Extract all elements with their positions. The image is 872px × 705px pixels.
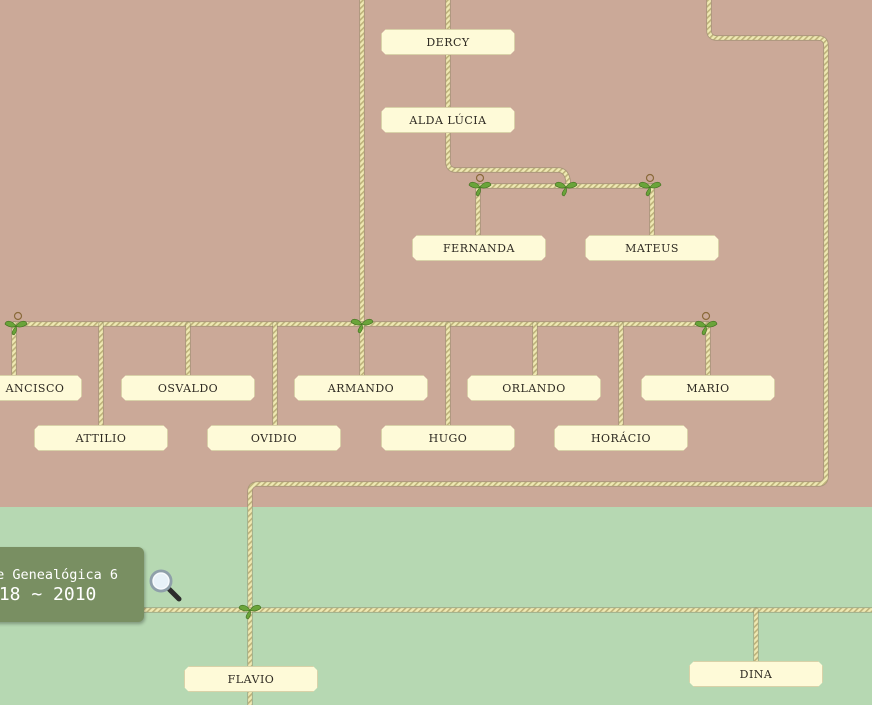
magnifier-icon[interactable]	[148, 568, 184, 604]
person-name: HUGO	[428, 431, 468, 445]
person-name: FERNANDA	[443, 241, 515, 255]
person-name: DERCY	[426, 35, 470, 49]
person-card-dercy[interactable]: DERCY	[381, 29, 515, 55]
person-card-attilio[interactable]: ATTILIO	[34, 425, 168, 451]
person-card-horacio[interactable]: HORÁCIO	[554, 425, 688, 451]
person-name: HORÁCIO	[590, 431, 652, 445]
rope-connector-shadow	[445, 0, 571, 189]
tendril-icon	[13, 311, 23, 321]
person-name: MATEUS	[625, 241, 679, 255]
leaf-knot-icon	[468, 181, 492, 197]
tree-title-panel: re Genealógica 6 918 ~ 2010	[0, 547, 144, 622]
rope-connector-shadow	[247, 0, 829, 705]
person-name: MARIO	[686, 381, 730, 395]
rope-connector	[248, 0, 828, 705]
leaf-knot-icon	[4, 320, 28, 336]
person-name: OSVALDO	[157, 381, 219, 395]
tendril-icon	[475, 173, 485, 183]
person-name: ATTILIO	[75, 431, 127, 445]
tendril-icon	[645, 173, 655, 183]
person-name: ARMANDO	[327, 381, 395, 395]
leaf-knot-icon	[638, 181, 662, 197]
tendril-icon	[701, 311, 711, 321]
leaf-knot-icon	[694, 320, 718, 336]
leaf-knot-icon	[554, 181, 578, 197]
person-card-osvaldo[interactable]: OSVALDO	[121, 375, 255, 401]
person-card-orlando[interactable]: ORLANDO	[467, 375, 601, 401]
person-card-dina[interactable]: DINA	[689, 661, 823, 687]
leaf-knot-icon	[238, 604, 262, 620]
person-name: ANCISCO	[5, 381, 65, 395]
person-card-mario[interactable]: MARIO	[641, 375, 775, 401]
person-card-armando[interactable]: ARMANDO	[294, 375, 428, 401]
leaf-knot-icon	[350, 318, 374, 334]
tree-title: re Genealógica 6	[0, 567, 119, 583]
person-name: OVIDIO	[250, 431, 298, 445]
person-name: DINA	[739, 667, 773, 681]
person-name: ALDA LÚCIA	[409, 113, 487, 127]
person-card-alda-lucia[interactable]: ALDA LÚCIA	[381, 107, 515, 133]
person-card-flavio[interactable]: FLAVIO	[184, 666, 318, 692]
person-card-ovidio[interactable]: OVIDIO	[207, 425, 341, 451]
person-card-hugo[interactable]: HUGO	[381, 425, 515, 451]
tree-year-range: 918 ~ 2010	[0, 584, 97, 605]
rope-connector	[446, 0, 570, 188]
person-card-mateus[interactable]: MATEUS	[585, 235, 719, 261]
person-name: FLAVIO	[227, 672, 275, 686]
person-card-francisco[interactable]: ANCISCO	[0, 375, 82, 401]
person-name: ORLANDO	[502, 381, 566, 395]
person-card-fernanda[interactable]: FERNANDA	[412, 235, 546, 261]
